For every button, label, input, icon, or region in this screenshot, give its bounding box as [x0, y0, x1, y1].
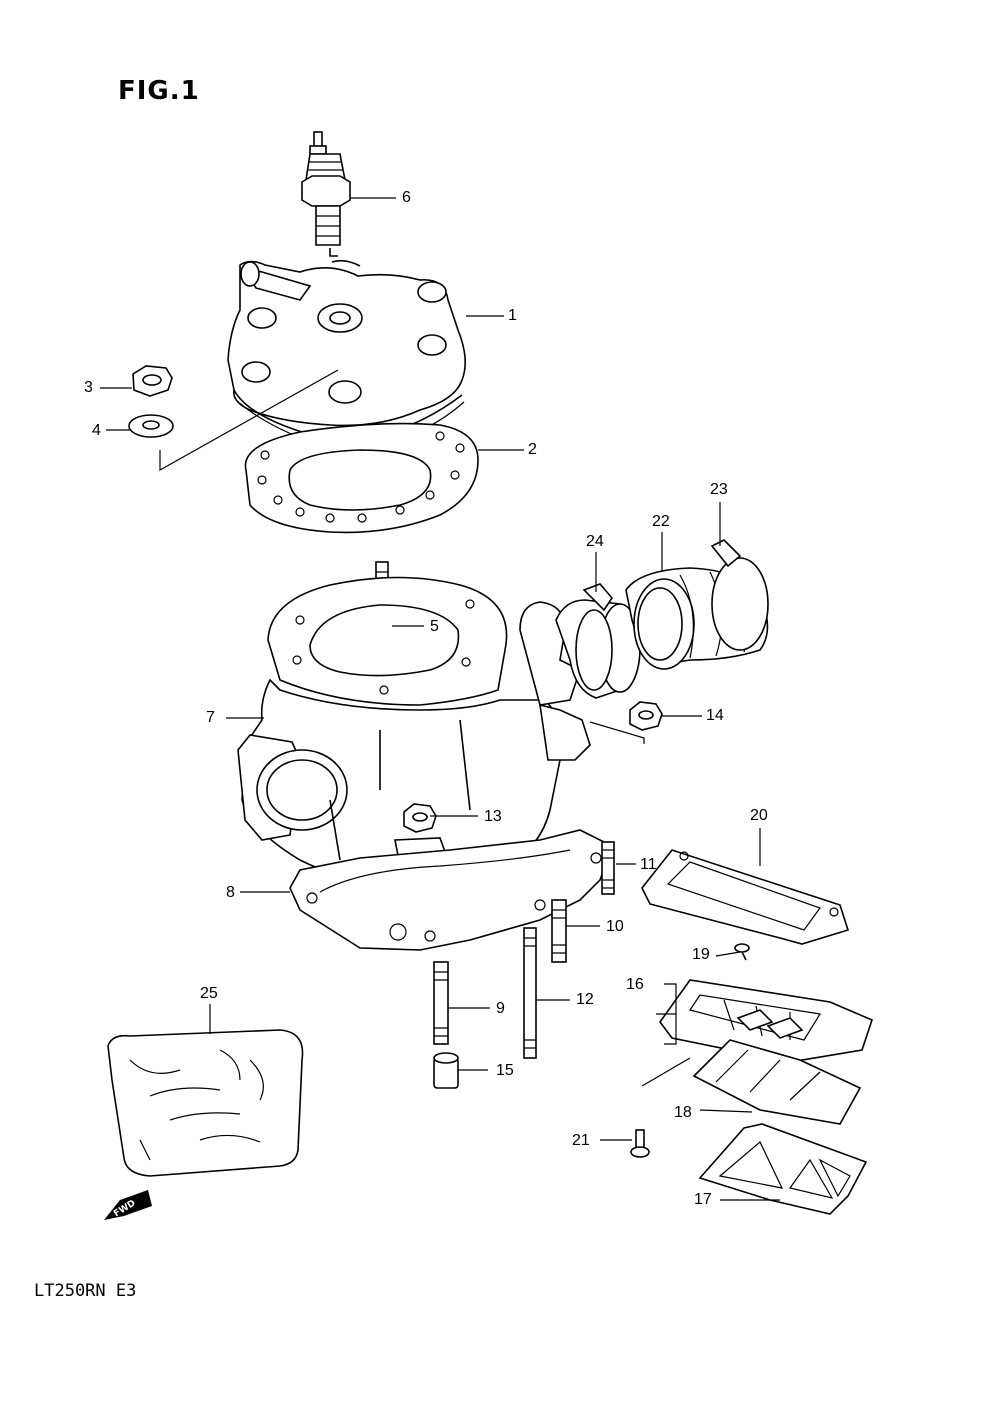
head-nut-drawing [132, 365, 173, 397]
washer-drawing [128, 414, 174, 438]
forward-arrow-icon [104, 1190, 152, 1220]
callout-10: 10 [606, 918, 624, 935]
nut-14-drawing [629, 701, 663, 731]
assembly-line-reed [641, 1057, 691, 1087]
callout-11: 11 [640, 856, 657, 873]
assembly-line [159, 369, 339, 472]
callout-22: 22 [652, 513, 670, 530]
callout-9: 9 [496, 1000, 505, 1017]
callout-1: 1 [508, 307, 517, 324]
callout-14: 14 [706, 707, 724, 724]
callout-16: 16 [626, 976, 644, 993]
model-code: LT250RN E3 [34, 1281, 137, 1301]
callout-8: 8 [226, 884, 235, 901]
intake-pipe-drawing [555, 539, 769, 699]
callout-23: 23 [710, 481, 728, 498]
callout-19: 19 [692, 946, 710, 963]
callout-25: 25 [200, 985, 218, 1002]
stud-12-drawing [523, 927, 537, 1059]
callout-18: 18 [674, 1104, 692, 1121]
stud-10-drawing [551, 899, 567, 963]
reed-valve-assembly-drawing [659, 979, 873, 1063]
callout-15: 15 [496, 1062, 514, 1079]
reed-gasket-drawing [641, 849, 850, 945]
callout-20: 20 [750, 807, 768, 824]
figure-title: FIG.1 [118, 76, 200, 106]
callout-7: 7 [206, 709, 215, 726]
dowel-pin-drawing [433, 1052, 459, 1089]
base-gasket-drawing [289, 829, 613, 951]
callout-12: 12 [576, 991, 594, 1008]
callout-5: 5 [430, 618, 439, 635]
stud-11-drawing [601, 841, 615, 895]
stud-9-drawing [433, 961, 449, 1045]
callout-2: 2 [528, 441, 537, 458]
callout-4: 4 [92, 422, 101, 439]
reed-stopper-drawing [698, 1123, 868, 1215]
screw-21-drawing [630, 1129, 650, 1158]
leader-lines [100, 197, 780, 1201]
callout-6: 6 [402, 189, 411, 206]
callout-17: 17 [694, 1191, 712, 1208]
reed-drawing [692, 1039, 862, 1125]
head-gasket-drawing [244, 422, 479, 534]
cylinder-nut-drawing [403, 803, 437, 833]
protector-pad-drawing [107, 1029, 304, 1177]
callout-21: 21 [572, 1132, 590, 1149]
screw-19-drawing [734, 943, 750, 961]
cylinder-head-drawing [227, 259, 466, 449]
callout-24: 24 [586, 533, 604, 550]
callout-13: 13 [484, 808, 502, 825]
callout-3: 3 [84, 379, 93, 396]
cylinder-drawing [237, 576, 591, 887]
assembly-line-14 [589, 721, 645, 744]
spark-plug-drawing [301, 131, 351, 257]
